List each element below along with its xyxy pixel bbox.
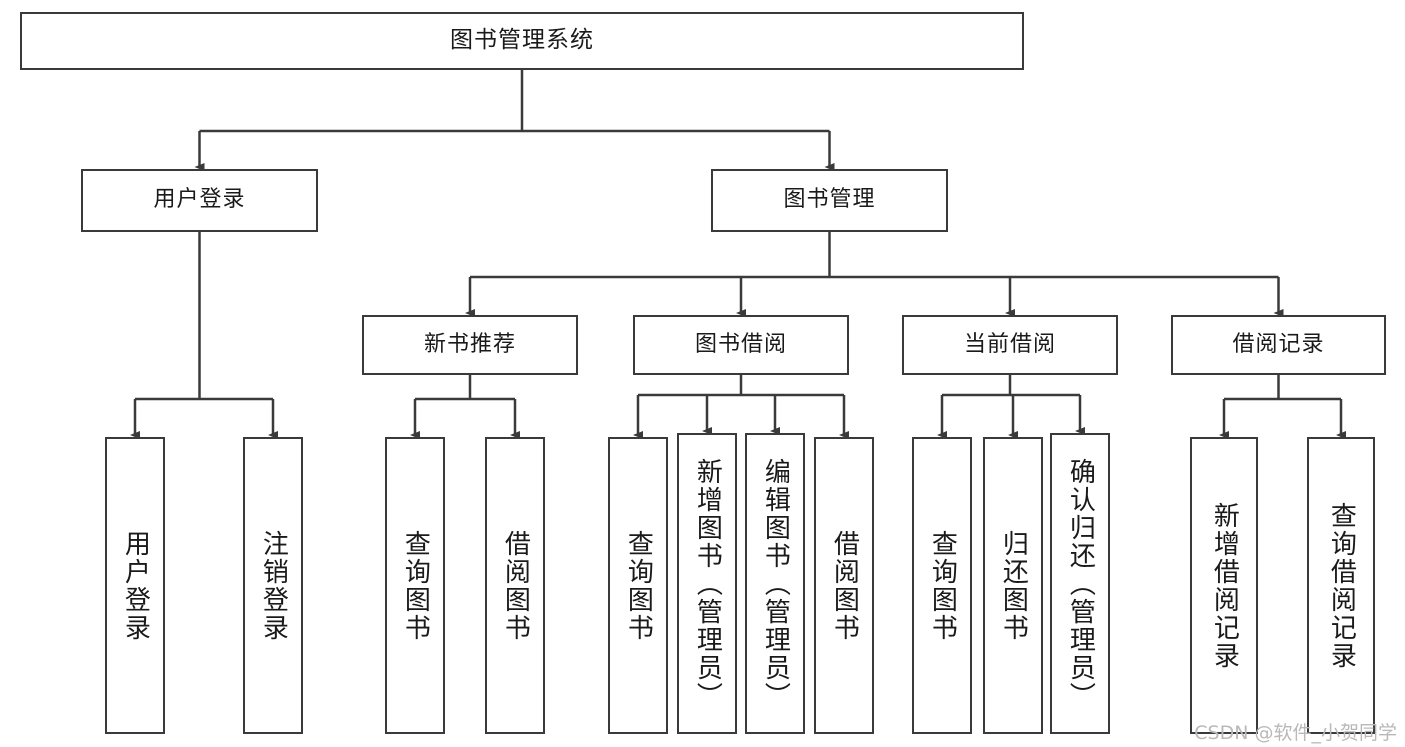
node-leaf-confirm-return[interactable]: 确认归还（管理员） bbox=[1050, 433, 1110, 734]
node-label: 查询图书 bbox=[400, 529, 431, 642]
watermark-text: CSDN @软件_小贺同学 bbox=[1194, 722, 1397, 744]
node-label: 新增借阅记录 bbox=[1209, 501, 1240, 670]
node-label: 借阅记录 bbox=[1232, 331, 1325, 357]
node-leaf-query-book-3[interactable]: 查询图书 bbox=[912, 437, 972, 734]
node-label: 当前借阅 bbox=[963, 331, 1056, 357]
node-root[interactable]: 图书管理系统 bbox=[20, 12, 1024, 70]
node-label: 新增图书（管理员） bbox=[692, 457, 723, 710]
node-label: 注销登录 bbox=[258, 529, 289, 642]
node-label: 图书借阅 bbox=[694, 331, 787, 357]
node-new-book-rec[interactable]: 新书推荐 bbox=[362, 315, 578, 375]
node-user-login[interactable]: 用户登录 bbox=[81, 169, 318, 232]
node-leaf-return-book[interactable]: 归还图书 bbox=[983, 437, 1043, 734]
node-label: 借阅图书 bbox=[500, 529, 531, 642]
node-label: 图书管理 bbox=[783, 187, 876, 213]
node-leaf-borrow-book-2[interactable]: 借阅图书 bbox=[814, 437, 874, 734]
node-current-borrow[interactable]: 当前借阅 bbox=[902, 315, 1118, 375]
node-leaf-query-record[interactable]: 查询借阅记录 bbox=[1307, 437, 1375, 734]
node-label: 归还图书 bbox=[998, 529, 1029, 642]
node-label: 确认归还（管理员） bbox=[1065, 457, 1096, 710]
node-book-manage[interactable]: 图书管理 bbox=[711, 169, 948, 232]
node-label: 查询借阅记录 bbox=[1326, 501, 1357, 670]
node-label: 借阅图书 bbox=[829, 529, 860, 642]
node-label: 用户登录 bbox=[120, 529, 151, 642]
node-label: 用户登录 bbox=[153, 187, 246, 213]
node-book-borrow[interactable]: 图书借阅 bbox=[633, 315, 849, 375]
node-label: 新书推荐 bbox=[423, 331, 516, 357]
node-leaf-borrow-book-1[interactable]: 借阅图书 bbox=[485, 437, 545, 734]
node-leaf-user-logout[interactable]: 注销登录 bbox=[243, 437, 303, 734]
node-leaf-add-book[interactable]: 新增图书（管理员） bbox=[677, 433, 737, 734]
node-label: 查询图书 bbox=[927, 529, 958, 642]
node-label: 图书管理系统 bbox=[450, 27, 594, 54]
node-label: 查询图书 bbox=[623, 529, 654, 642]
node-leaf-user-login[interactable]: 用户登录 bbox=[105, 437, 165, 734]
node-label: 编辑图书（管理员） bbox=[760, 457, 791, 710]
node-borrow-record[interactable]: 借阅记录 bbox=[1171, 315, 1386, 375]
node-leaf-query-book-1[interactable]: 查询图书 bbox=[385, 437, 445, 734]
node-leaf-query-book-2[interactable]: 查询图书 bbox=[608, 437, 668, 734]
node-leaf-edit-book[interactable]: 编辑图书（管理员） bbox=[745, 433, 805, 734]
node-leaf-add-record[interactable]: 新增借阅记录 bbox=[1190, 437, 1258, 734]
